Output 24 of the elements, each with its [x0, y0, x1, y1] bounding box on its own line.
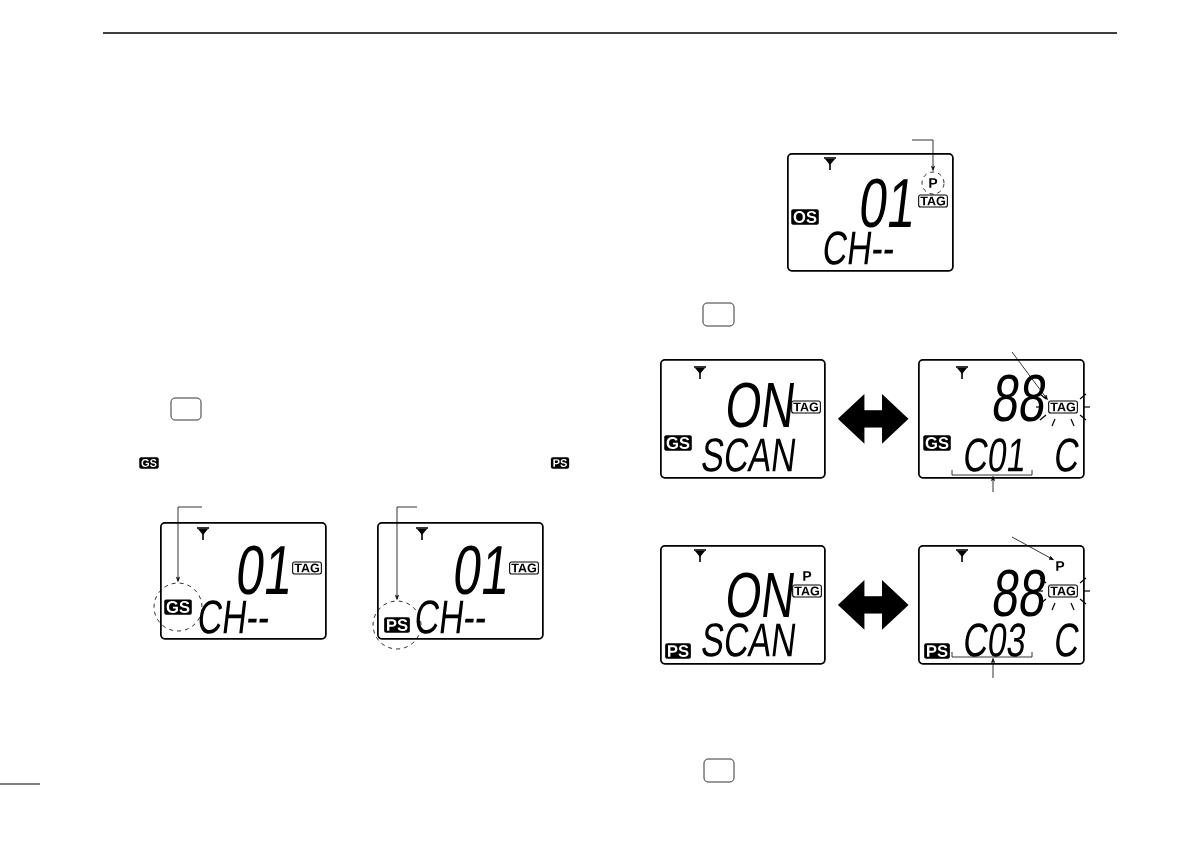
tag-indicator: TAG	[509, 561, 539, 575]
mode-badge: OS	[791, 209, 819, 225]
priority-indicator: P	[921, 171, 945, 195]
mode-badge: PS	[924, 643, 950, 659]
leader-line	[1011, 536, 1054, 561]
leader-line	[991, 476, 995, 493]
mode-badge: PS	[665, 643, 691, 659]
channel-readout: C03	[951, 623, 1033, 658]
tag-indicator: TAG	[292, 561, 322, 575]
leader-line	[991, 658, 995, 679]
mode-badge: GS	[664, 435, 692, 451]
leader-line	[911, 139, 935, 171]
mode-badge: GS	[139, 457, 159, 469]
leader-line	[1011, 351, 1048, 400]
leader-line	[395, 506, 418, 600]
tag-indicator: TAG	[791, 400, 821, 414]
leader-line	[176, 506, 203, 582]
priority-indicator: P	[803, 571, 812, 581]
mode-badge: GS	[923, 435, 951, 451]
priority-indicator: P	[1056, 561, 1065, 571]
tag-indicator: TAG	[792, 584, 822, 598]
tag-indicator: TAG	[918, 194, 948, 208]
channel-readout: C01	[951, 438, 1033, 476]
mode-badge: PS	[550, 457, 570, 469]
